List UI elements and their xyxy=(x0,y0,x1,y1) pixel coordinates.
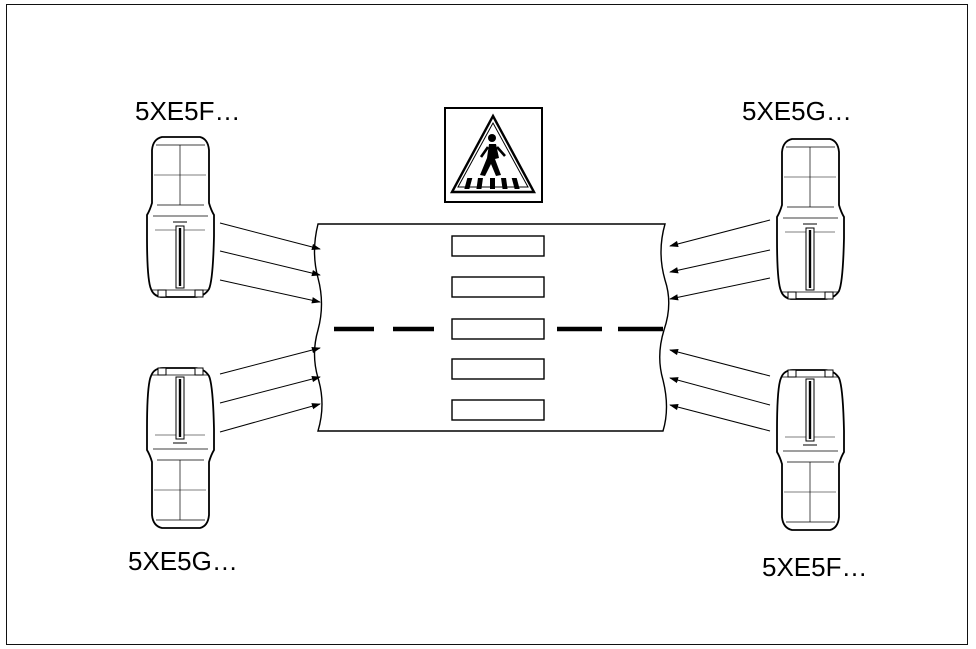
diagram-frame xyxy=(6,4,968,645)
beam-arrows-bottom-left xyxy=(219,346,321,433)
road xyxy=(313,223,670,432)
sensor-device-top-right xyxy=(775,137,846,301)
sensor-device-bottom-right xyxy=(775,368,846,532)
sensor-device-bottom-left xyxy=(145,366,216,530)
crosswalk-stripes xyxy=(451,235,545,421)
sensor-device-top-left xyxy=(145,135,216,299)
label-bottom-left: 5XE5G… xyxy=(128,546,238,576)
label-top-left: 5XE5F… xyxy=(135,96,241,126)
beam-arrows-top-left xyxy=(219,222,321,304)
label-top-right: 5XE5G… xyxy=(742,96,852,126)
beam-arrows-top-right xyxy=(669,219,771,301)
pedestrian-crossing-icon xyxy=(444,107,543,203)
beam-arrows-bottom-right xyxy=(669,348,771,432)
label-bottom-right: 5XE5F… xyxy=(762,552,868,582)
